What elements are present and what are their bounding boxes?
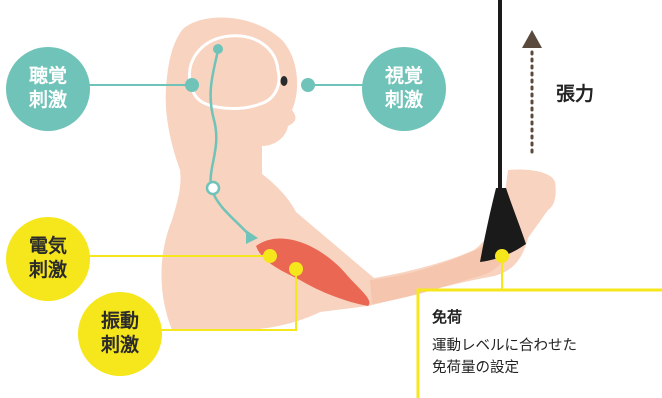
visual-stimulus-badge: 視覚 刺激 — [362, 47, 446, 131]
electric-stimulus-badge: 電気 刺激 — [6, 217, 90, 301]
tension-arrowhead — [522, 30, 542, 48]
nerve-node-top — [213, 44, 223, 54]
forearm — [370, 202, 520, 304]
electric-dot — [263, 249, 277, 263]
visual-line2: 刺激 — [384, 89, 423, 111]
electric-line1: 電気 — [28, 235, 67, 258]
tension-label: 張力 — [556, 83, 595, 105]
vibration-dot — [289, 262, 303, 276]
unloading-panel: 免荷 運動レベルに合わせた 免荷量の設定 — [432, 306, 660, 380]
auditory-line1: 聴覚 — [28, 65, 67, 88]
brain-outline — [187, 34, 281, 110]
unloading-dot — [495, 249, 509, 263]
unloading-frame — [416, 288, 662, 398]
auditory-stimulus-badge: 聴覚 刺激 — [6, 47, 90, 131]
vibration-connector — [160, 269, 297, 331]
vibration-line1: 振動 — [100, 310, 139, 333]
eye-icon — [280, 76, 288, 86]
nerve-arrowhead — [246, 230, 258, 244]
unloading-line-1: 運動レベルに合わせた — [432, 338, 577, 354]
nerve-node-ring — [205, 180, 221, 196]
vibration-line2: 刺激 — [100, 334, 139, 356]
body-silhouette — [161, 17, 556, 331]
auditory-line2: 刺激 — [28, 89, 67, 111]
unloading-line-2: 免荷量の設定 — [432, 360, 519, 377]
auditory-dot — [185, 78, 199, 92]
nerve-pathway — [209, 49, 251, 237]
visual-line1: 視覚 — [384, 65, 423, 88]
arm-sling — [480, 188, 526, 262]
electric-line2: 刺激 — [28, 259, 67, 281]
visual-dot — [301, 78, 315, 92]
unloading-title: 免荷 — [432, 308, 463, 326]
vibration-stimulus-badge: 振動 刺激 — [78, 292, 162, 376]
muscle-icon — [256, 238, 370, 306]
